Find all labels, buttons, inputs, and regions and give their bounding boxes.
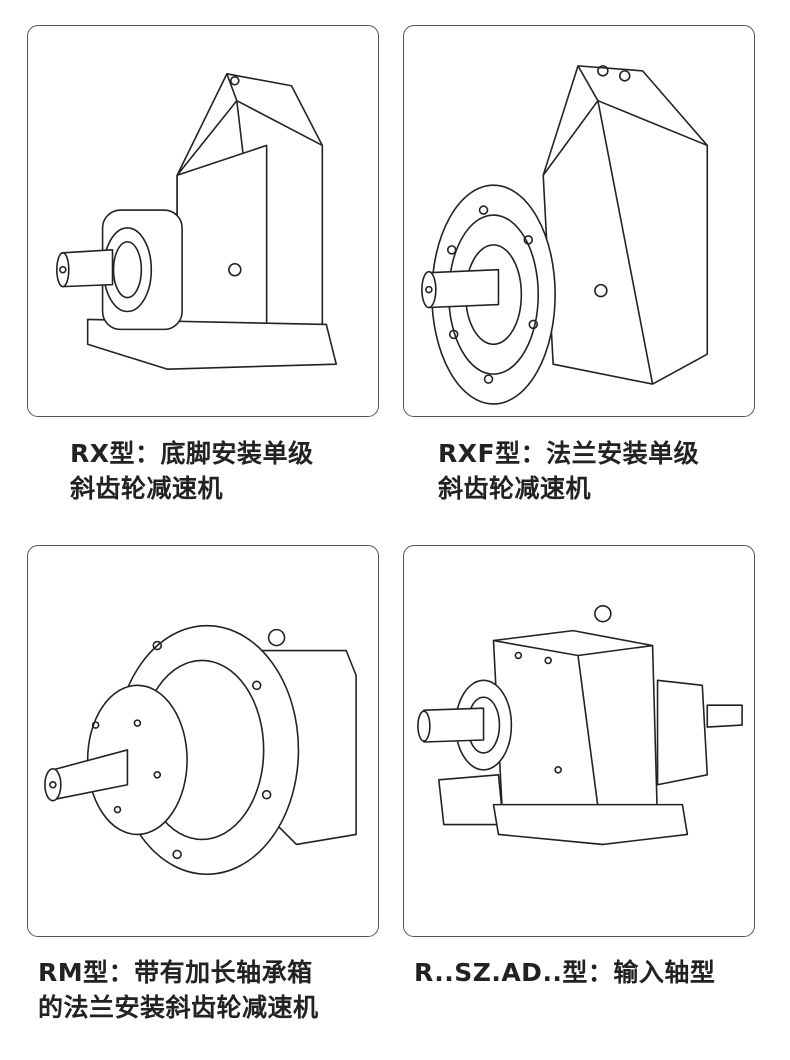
product-caption-rxf: RXF型：法兰安装单级 斜齿轮减速机 (438, 436, 699, 506)
product-caption-rx: RX型：底脚安装单级 斜齿轮减速机 (70, 436, 314, 506)
model-description: 斜齿轮减速机 (438, 474, 592, 503)
model-description: 的法兰安装斜齿轮减速机 (38, 993, 319, 1022)
flange-mounted-gear-reducer-drawing (421, 65, 709, 405)
product-card-rxf (403, 25, 755, 417)
product-card-rx (27, 25, 379, 417)
model-label: R..SZ.AD..型：输入轴型 (414, 958, 716, 987)
foot-mounted-gear-reducer-drawing (56, 73, 338, 370)
product-caption-rsz-ad: R..SZ.AD..型：输入轴型 (414, 955, 715, 990)
product-card-rsz-ad (403, 545, 755, 937)
input-shaft-gear-reducer-drawing (417, 604, 743, 846)
product-caption-rm: RM型：带有加长轴承箱 的法兰安装斜齿轮减速机 (38, 955, 319, 1025)
model-description: 斜齿轮减速机 (70, 474, 224, 503)
model-label: RM型：带有加长轴承箱 (38, 958, 313, 987)
product-card-rm (27, 545, 379, 937)
model-label: RXF型：法兰安装单级 (438, 439, 700, 468)
extended-bearing-flange-reducer-drawing (44, 624, 357, 876)
model-label: RX型：底脚安装单级 (70, 439, 314, 468)
